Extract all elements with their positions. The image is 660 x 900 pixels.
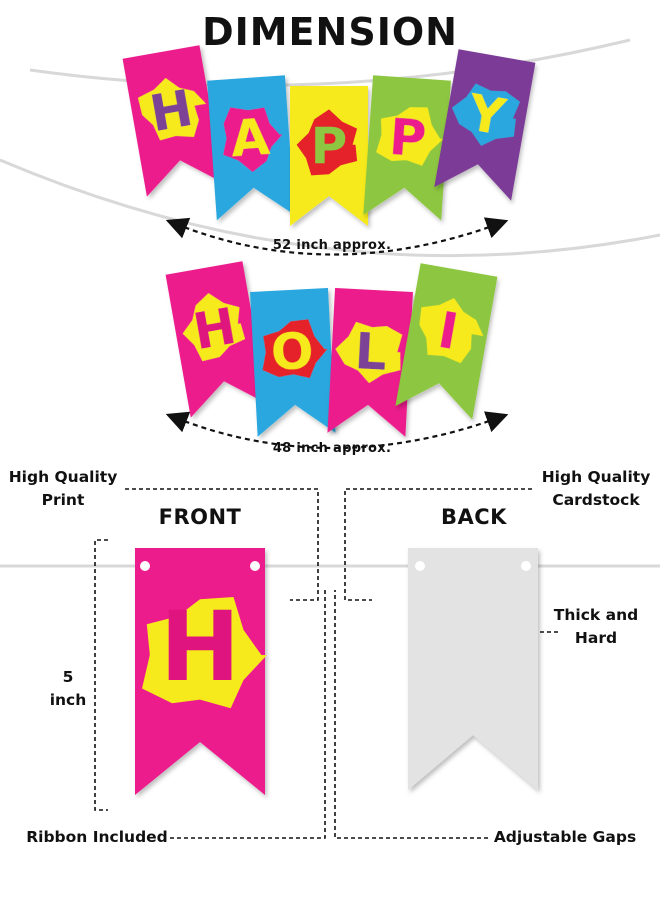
holi-length-arrow	[165, 411, 509, 450]
front-flag-letter: H	[160, 591, 240, 703]
holi-length-label: 48 inch approx.	[272, 441, 392, 456]
print-quality-line2: Print	[41, 491, 85, 509]
happy-flag-1-letter: H	[146, 79, 197, 143]
gaps-label: Adjustable Gaps	[493, 828, 637, 846]
happy-banner-string	[29, 38, 631, 87]
front-flag	[135, 548, 267, 795]
holi-flag-1-letter: H	[189, 297, 240, 361]
happy-length-arrow	[165, 217, 509, 256]
happy-flag-3-letter: P	[311, 117, 348, 175]
height-unit: inch	[49, 691, 87, 709]
holi-flag-1: H	[165, 261, 268, 418]
holi-flag-3-letter: L	[353, 322, 388, 382]
holi-flag-4: I	[395, 263, 498, 420]
cardstock-quality-line2: Cardstock	[552, 491, 640, 509]
happy-flag-3: P	[290, 86, 368, 226]
cardstock-quality-label: High Quality Cardstock	[540, 466, 652, 512]
dimension-title: DIMENSION	[202, 10, 458, 54]
height-label: 5 inch	[40, 666, 96, 712]
back-flag	[408, 548, 538, 790]
happy-flag-4-letter: P	[388, 107, 429, 167]
happy-flag-2-letter: A	[229, 107, 272, 168]
print-quality-label: High Quality Print	[8, 466, 118, 512]
holi-flag-2-letter: O	[269, 322, 314, 382]
leader-lines	[94, 488, 560, 839]
happy-flag-2: A	[207, 75, 295, 221]
height-value: 5	[62, 668, 74, 686]
happy-flag-1: H	[122, 45, 224, 197]
happy-length-label: 52 inch approx.	[272, 238, 392, 253]
holi-flag-3: L	[327, 287, 413, 437]
cardstock-quality-line1: High Quality	[541, 468, 651, 486]
front-heading: FRONT	[158, 505, 242, 529]
thickness-line2: Hard	[574, 629, 618, 647]
happy-flag-5: Y	[434, 49, 536, 201]
print-quality-line1: High Quality	[8, 468, 118, 486]
thickness-line1: Thick and	[553, 606, 639, 624]
thickness-label: Thick and Hard	[548, 604, 644, 650]
holi-flag-2: O	[250, 287, 336, 437]
ribbon-label: Ribbon Included	[26, 828, 168, 846]
back-heading: BACK	[441, 505, 507, 529]
holi-banner-string	[0, 158, 660, 258]
happy-flag-4: P	[363, 75, 451, 221]
